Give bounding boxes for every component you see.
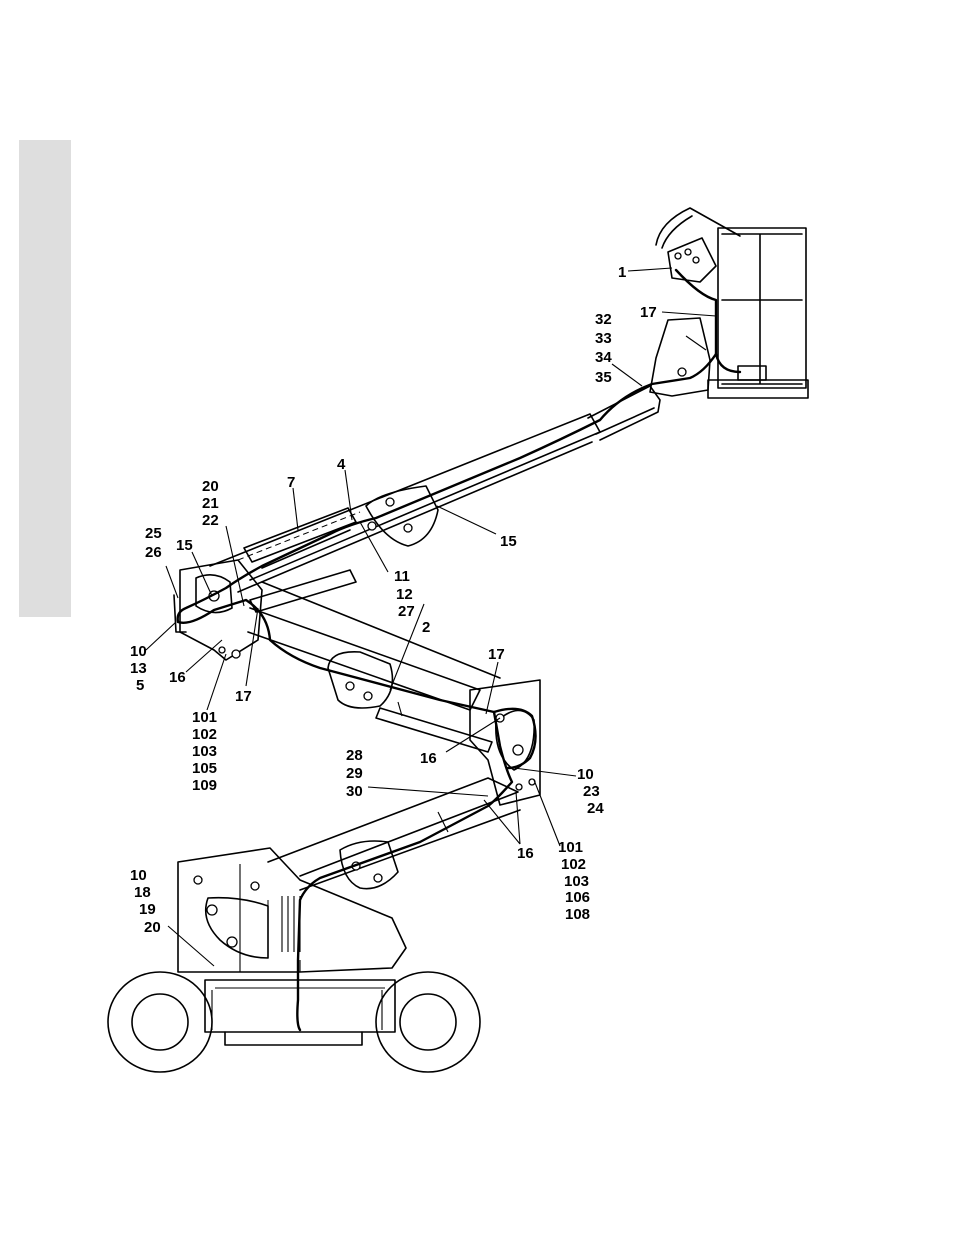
upper-riser-boom <box>248 582 500 752</box>
callout-16-lower: 16 <box>517 845 534 862</box>
callout-15-right: 15 <box>500 533 517 550</box>
callout-108: 108 <box>565 906 590 923</box>
callout-16-left: 16 <box>169 669 186 686</box>
callout-106: 106 <box>565 889 590 906</box>
callout-101-upper: 101 <box>192 709 217 726</box>
callout-labels: 1 17 32 33 34 35 4 7 20 21 22 25 26 15 1… <box>130 264 657 936</box>
callout-102-upper: 102 <box>192 726 217 743</box>
hose-routing <box>178 270 740 1030</box>
callout-13: 13 <box>130 660 147 677</box>
callout-18: 18 <box>134 884 151 901</box>
callout-105: 105 <box>192 760 217 777</box>
callout-103-upper: 103 <box>192 743 217 760</box>
callout-30: 30 <box>346 783 363 800</box>
jib <box>588 386 660 440</box>
callout-2: 2 <box>422 619 430 636</box>
callout-7: 7 <box>287 474 295 491</box>
callout-4: 4 <box>337 456 346 473</box>
callout-10-left: 10 <box>130 643 147 660</box>
callout-24: 24 <box>587 800 604 817</box>
callout-1: 1 <box>618 264 626 281</box>
callout-10-right: 10 <box>577 766 594 783</box>
turntable <box>178 848 406 972</box>
callout-11: 11 <box>394 568 410 585</box>
callout-17-mid: 17 <box>488 646 505 663</box>
callout-15-left: 15 <box>176 537 193 554</box>
callout-109: 109 <box>192 777 217 794</box>
callout-5: 5 <box>136 677 144 694</box>
callout-33: 33 <box>595 330 612 347</box>
platform-control-box <box>668 238 716 282</box>
callout-29: 29 <box>346 765 363 782</box>
callout-22-upper: 22 <box>202 512 219 529</box>
callout-32: 32 <box>595 311 612 328</box>
callout-17-left: 17 <box>235 688 252 705</box>
platform-rotator <box>650 318 710 396</box>
callout-23: 23 <box>583 783 600 800</box>
callout-26: 26 <box>145 544 162 561</box>
callout-103-lower: 103 <box>564 873 589 890</box>
callout-16-mid: 16 <box>420 750 437 767</box>
callout-19: 19 <box>139 901 156 918</box>
callout-17-platform: 17 <box>640 304 657 321</box>
callout-leaders <box>146 268 716 966</box>
rear-wheel <box>108 972 212 1072</box>
callout-20-base: 20 <box>144 919 161 936</box>
callout-12: 12 <box>396 586 413 603</box>
callout-25: 25 <box>145 525 162 542</box>
callout-20-upper: 20 <box>202 478 219 495</box>
callout-34: 34 <box>595 349 612 366</box>
callout-28: 28 <box>346 747 363 764</box>
callout-35: 35 <box>595 369 612 386</box>
front-wheel <box>376 972 480 1072</box>
callout-102-lower: 102 <box>561 856 586 873</box>
callout-21-upper: 21 <box>202 495 219 512</box>
callout-10-base: 10 <box>130 867 147 884</box>
lower-boom <box>268 778 520 890</box>
callout-27: 27 <box>398 603 415 620</box>
callout-101-lower: 101 <box>558 839 583 856</box>
chassis <box>205 980 395 1045</box>
